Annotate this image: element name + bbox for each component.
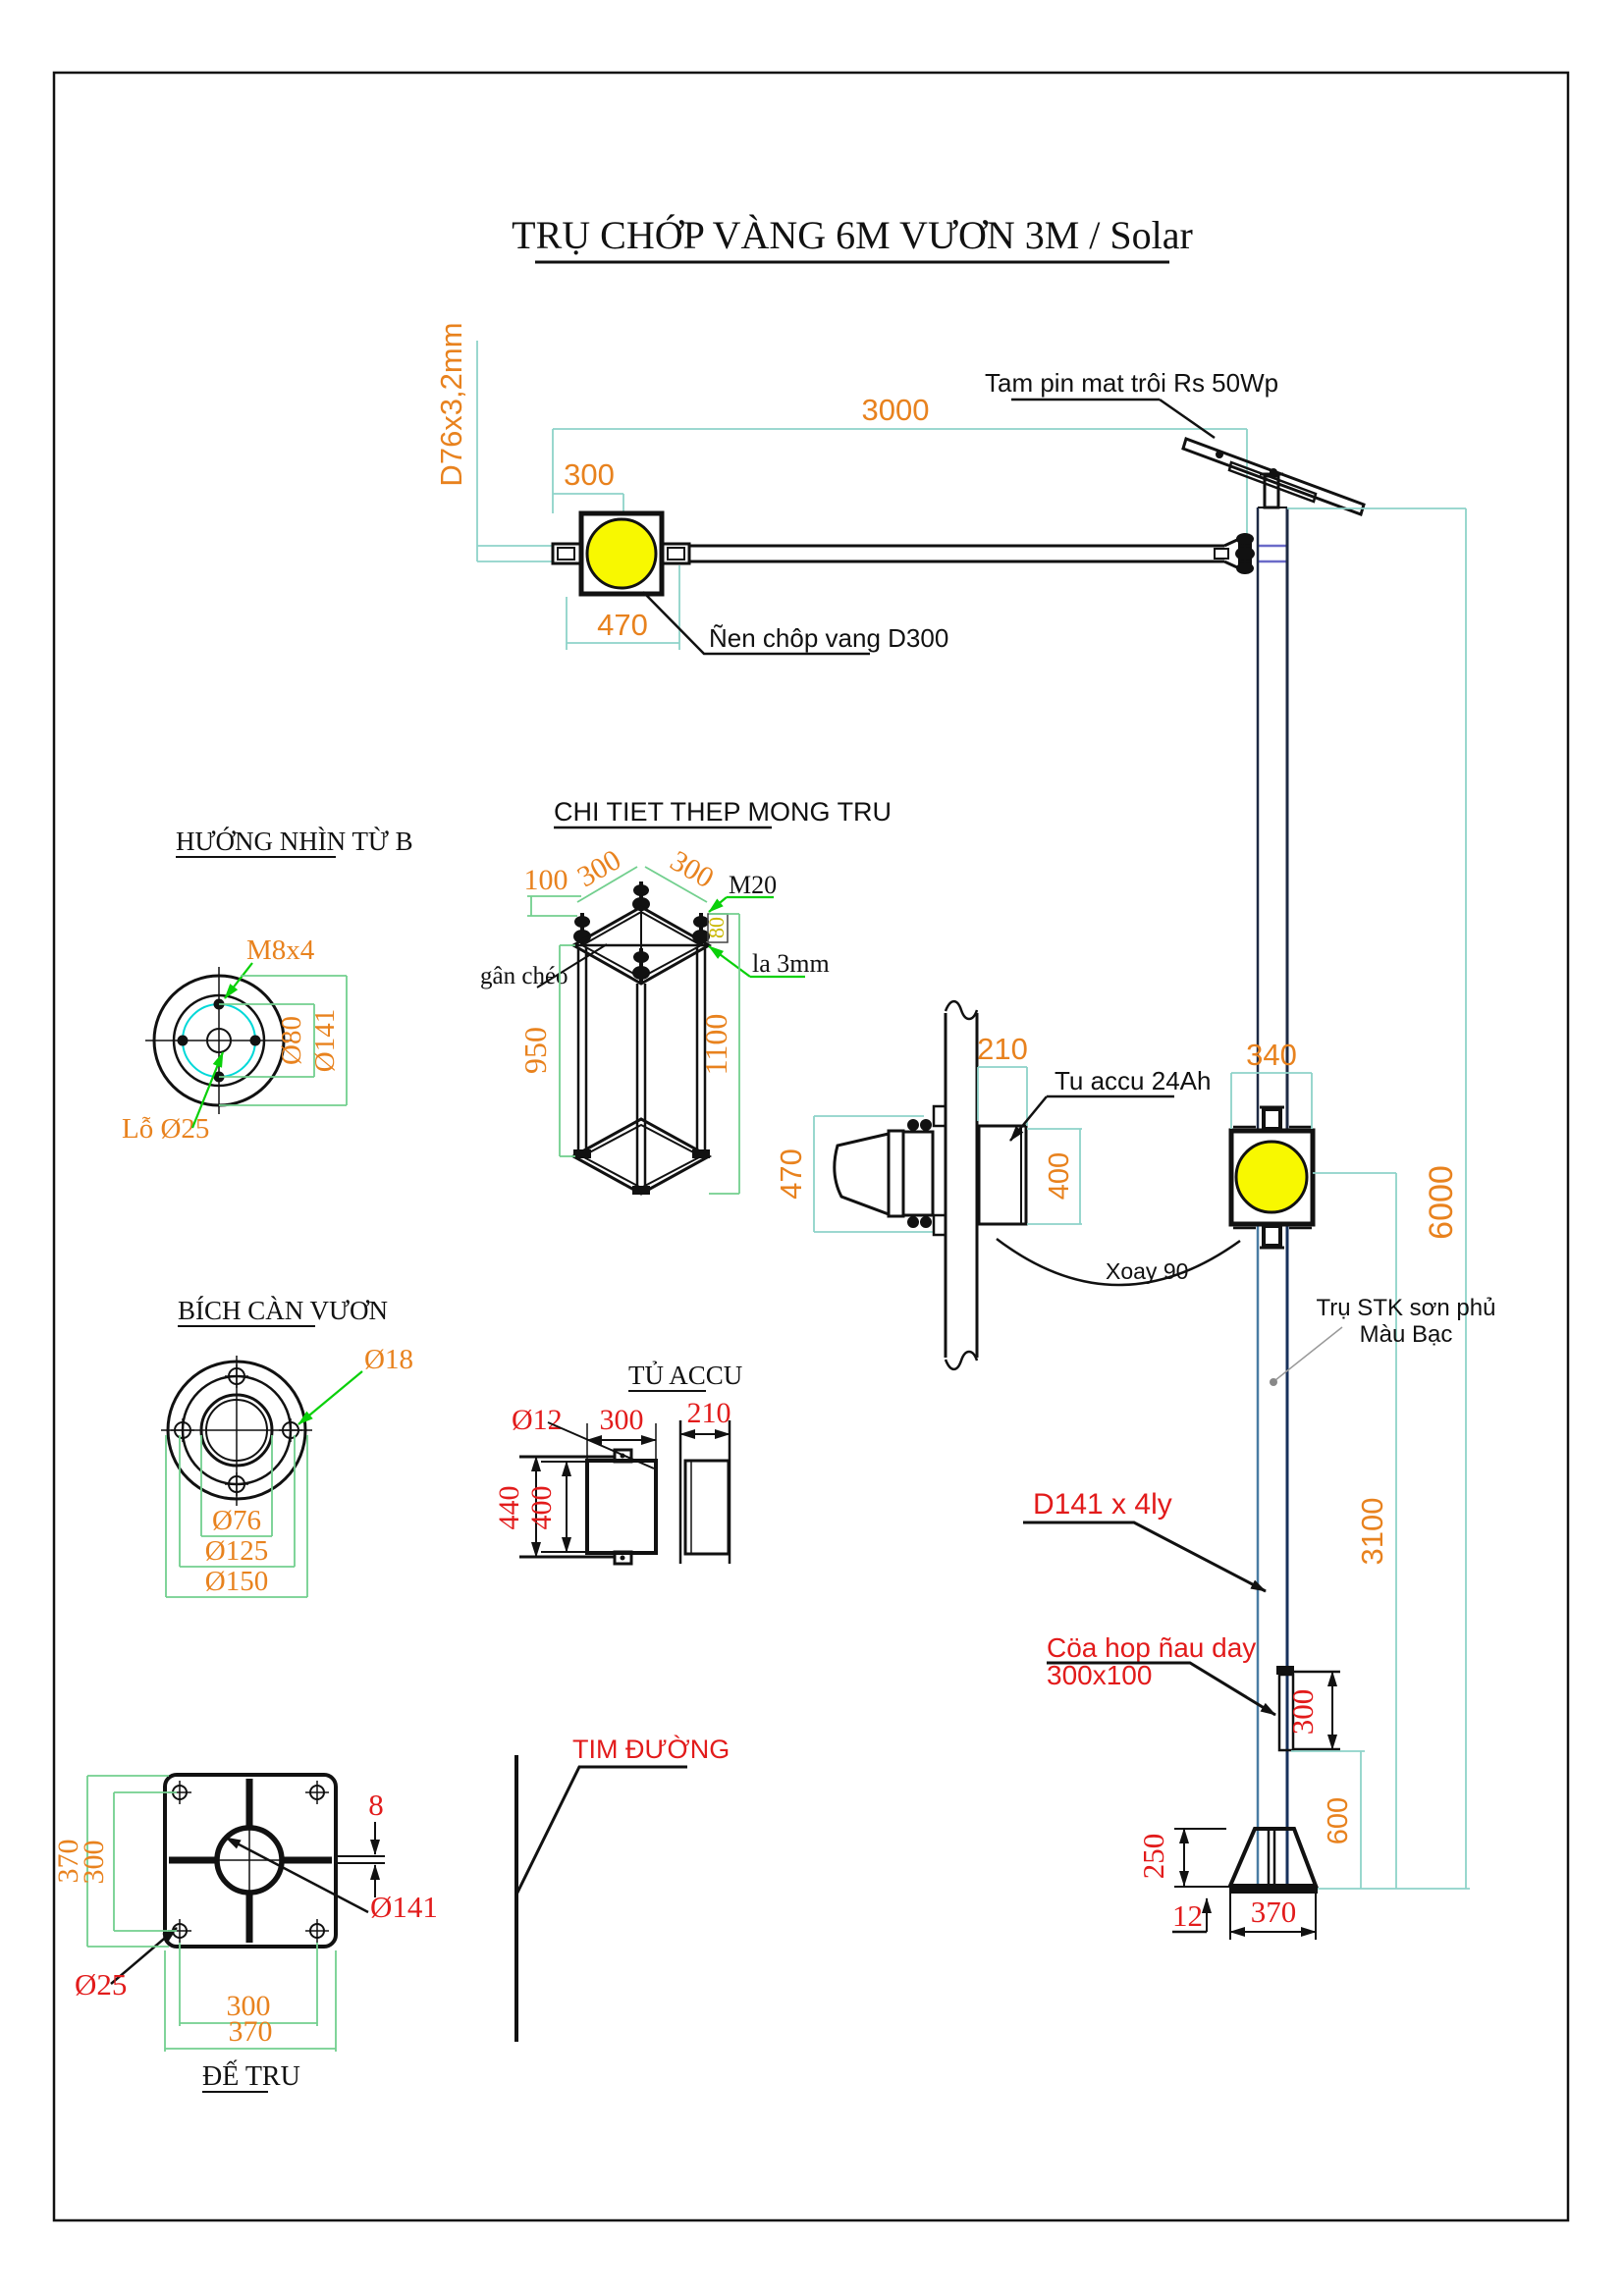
dim-lamp-340: 340 [1246,1038,1297,1072]
dim-door-300: 300 [1285,1689,1320,1735]
coating-label-1: Trụ STK sơn phủ [1317,1295,1496,1321]
dim-d76: Ø76 [212,1505,261,1536]
top-assembly-view: 3000 300 470 D76x3,2mm Ñen chôp vang D30… [434,322,1366,656]
coating-label-2: Màu Bạc [1360,1321,1453,1348]
dim-base-370: 370 [1251,1895,1297,1929]
base-plate-outline [163,1773,338,1949]
battery-label: Tu accu 24Ah [1055,1066,1211,1095]
battery-box-side [977,1124,1028,1226]
pole-base-plate [1229,1886,1318,1894]
arm-lamp-housing [578,510,665,597]
pole-lamp-housing [1228,1128,1316,1227]
hole-d25-label: Lỗ Ø25 [122,1113,209,1145]
dim-d18: Ø18 [364,1344,413,1375]
dim-600: 600 [1323,1797,1354,1844]
road-label: TIM ĐƯỜNG [572,1734,730,1764]
dim-250: 250 [1136,1834,1170,1880]
solar-panel-label: Tam pin mat trôi Rs 50Wp [985,368,1278,398]
dim-cab-210: 210 [687,1397,731,1429]
dim-d150: Ø150 [205,1566,268,1597]
dim-plate-300-left: 300 [78,1841,110,1885]
plate-thickness-label: la 3mm [752,949,830,978]
dim-box-400: 400 [1044,1152,1075,1200]
foundation-cage-view: CHI TIET THEP MONG TRU 100 [480,797,892,1196]
dim-bracket-470: 470 [774,1148,808,1200]
lamp-top-bracket [1262,1107,1282,1131]
dim-d12: Ø12 [512,1404,563,1436]
road-centerline: TIM ĐƯỜNG [514,1734,730,2042]
base-plate-title: ĐẾ TRU [202,2060,300,2092]
brace-label: gân chéo [480,963,568,989]
view-b-title: HƯỚNG NHÌN TỪ B [176,827,413,856]
arm-tube-label: D76x3,2mm [434,322,468,486]
pole-lamp-lens [1234,1140,1309,1214]
arm-lamp-lens [585,517,658,590]
pole-base-gusset [1226,1827,1319,1888]
dim-lamp-offset-300: 300 [564,457,615,492]
cabinet-front [585,1459,658,1555]
solar-panel [1181,437,1366,516]
dim-plate-370-bottom: 370 [229,2015,273,2048]
view-from-b: HƯỚNG NHÌN TỪ B M8x4 Ø80 Ø141 Lỗ Ø25 [122,827,413,1145]
battery-assembly-view: 210 Tu accu 24Ah 470 400 Xoay 90 [774,999,1241,1371]
dim-plate-300-bottom: 300 [227,1990,271,2022]
dim-arm-3000: 3000 [862,393,930,427]
dim-lampbox-470: 470 [597,608,648,642]
dim-cage-100: 100 [524,864,568,896]
tube-label: D141 x 4ly [1033,1488,1172,1521]
dim-cab-400: 400 [525,1486,558,1530]
dim-d125: Ø125 [205,1535,268,1567]
dim-plate-d141: Ø141 [370,1890,438,1924]
dim-6000: 6000 [1423,1165,1460,1240]
dim-box-210: 210 [977,1032,1028,1066]
battery-cabinet-detail: TỦ ACCU Ø12 300 210 440 400 [493,1361,742,1566]
page-title: TRỤ CHỚP VÀNG 6M VƯƠN 3M / Solar [512,213,1193,257]
dim-cage-80: 80 [704,917,729,938]
foundation-title: CHI TIET THEP MONG TRU [554,797,892,827]
flange-bolt-holes [171,1364,302,1496]
dim-cab-300: 300 [600,1404,644,1436]
dim-cab-440: 440 [493,1486,525,1530]
base-plate-view: 8 Ø141 Ø25 370 300 300 370 ĐẾ TRU [52,1773,438,2093]
rotate-label: Xoay 90 [1106,1258,1188,1284]
lamp-leader [642,591,870,656]
dim-cage-950: 950 [517,1027,553,1074]
arm-flange-view: BÍCH CÀN VƯƠN Ø18 Ø76 Ø125 Ø150 [161,1296,413,1598]
cabinet-side [683,1459,730,1556]
door-label-1: Cöa hop ñau day [1047,1632,1256,1663]
cabinet-title: TỦ ACCU [628,1361,742,1390]
dim-cage-1100: 1100 [698,1014,733,1076]
main-pole: 340 3100 6000 Trụ STK sơn phủ Màu Bạc D1… [1023,507,1495,1940]
dim-plate-370-left: 370 [52,1840,84,1884]
dim-12: 12 [1172,1898,1203,1933]
door-label-2: 300x100 [1047,1660,1152,1690]
lamp-bracket-side [901,1130,935,1217]
flange-title: BÍCH CÀN VƯƠN [178,1296,388,1325]
rotation-arc [996,1238,1241,1287]
lamp-hood-side [833,1132,891,1217]
sheet-border [52,71,1570,2222]
junction-door [1277,1673,1295,1752]
dim-cage-300-right: 300 [665,844,719,894]
solar-panel-rail [1227,460,1318,504]
dim-d80: Ø80 [276,1016,307,1065]
dim-cage-300-left: 300 [572,843,626,893]
dim-plate-8: 8 [368,1788,384,1822]
lamp-label: Ñen chôp vang D300 [709,623,948,653]
dim-d141: Ø141 [309,1009,341,1072]
dim-3100: 3100 [1355,1498,1389,1566]
dim-plate-d25: Ø25 [75,1967,127,2002]
lamp-bottom-bracket [1262,1224,1282,1248]
bolt-m20-label: M20 [729,871,777,899]
bolt-m8x4-label: M8x4 [246,934,315,966]
